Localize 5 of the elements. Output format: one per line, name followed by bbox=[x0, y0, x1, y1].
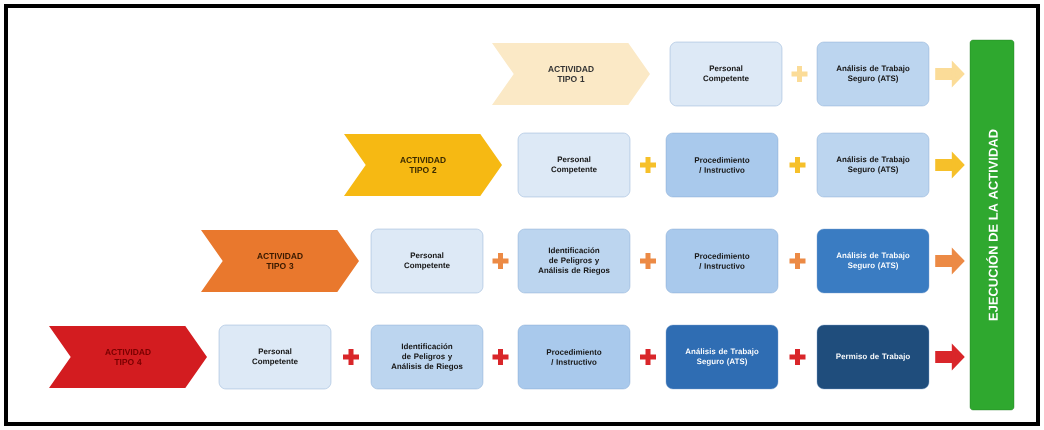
execution-bar: EJECUCIÓN DE LA ACTIVIDAD bbox=[969, 39, 1015, 411]
activity-banner: ACTIVIDAD TIPO 3 bbox=[201, 230, 359, 292]
activity-banner: ACTIVIDAD TIPO 2 bbox=[344, 134, 502, 196]
activity-banner: ACTIVIDAD TIPO 1 bbox=[492, 43, 650, 105]
activity-banner: ACTIVIDAD TIPO 4 bbox=[49, 326, 207, 388]
